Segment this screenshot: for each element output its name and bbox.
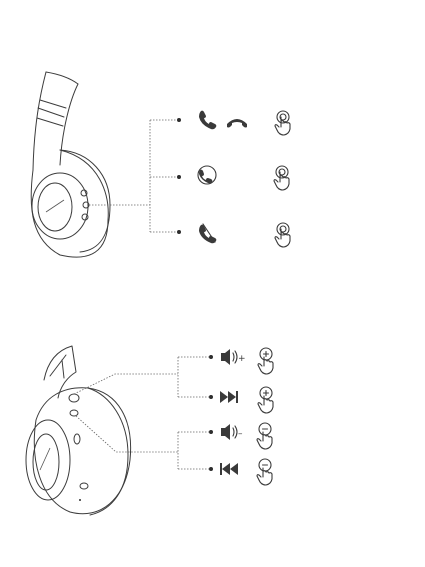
minus-label: – — [238, 429, 243, 439]
bottom-headphone-illustration — [26, 346, 131, 515]
phone-mute-icon — [199, 224, 216, 243]
plus-label: + — [238, 354, 246, 364]
previous-track-icon — [220, 463, 238, 475]
top-headphone-illustration — [31, 72, 110, 257]
connector-dot — [177, 175, 181, 179]
press-plus-button-icon — [258, 387, 273, 413]
phone-hangup-icon — [227, 119, 247, 128]
press-minus-button-icon — [257, 423, 272, 449]
bottom-connector-lines — [74, 355, 213, 471]
connector-dot — [209, 355, 213, 359]
connector-dot — [177, 230, 181, 234]
press-plus-button-icon — [258, 348, 273, 374]
press-button-icon — [275, 223, 290, 247]
press-minus-button-icon — [257, 459, 272, 485]
volume-down-icon: – — [221, 424, 243, 440]
phone-answer-icon — [199, 111, 216, 130]
connector-dot — [209, 430, 213, 434]
connector-dot — [177, 118, 181, 122]
next-track-icon — [220, 391, 238, 403]
phone-reject-icon — [198, 166, 216, 184]
press-button-icon — [274, 166, 289, 190]
connector-dot — [209, 395, 213, 399]
volume-up-icon: + — [221, 349, 246, 365]
press-button-icon — [275, 111, 290, 135]
connector-dot — [209, 467, 213, 471]
